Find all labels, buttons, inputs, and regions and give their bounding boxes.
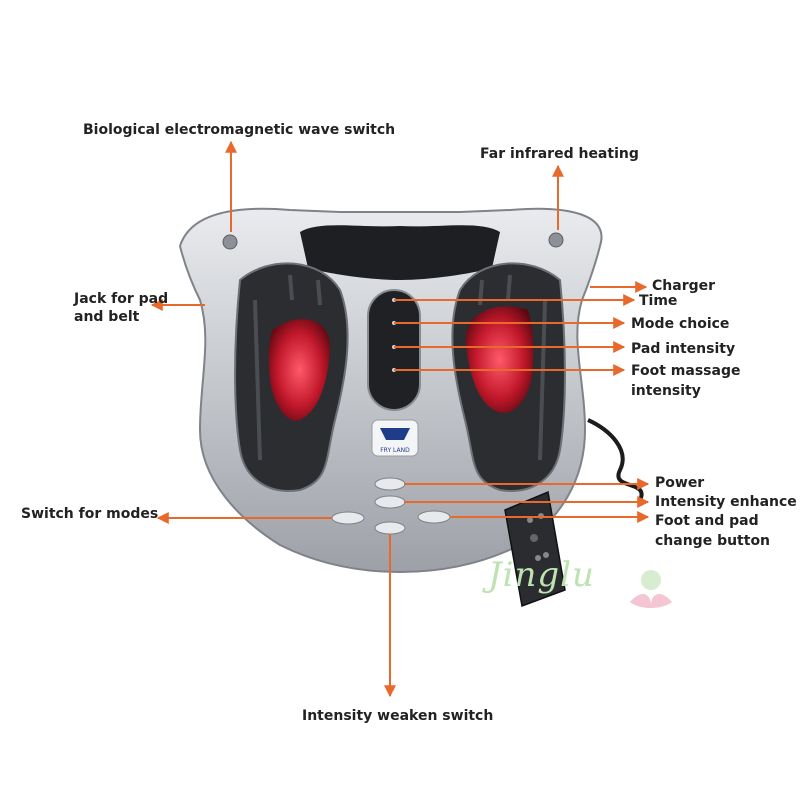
label-intensity-weaken: Intensity weaken switch (302, 708, 494, 724)
intensity-weaken-button[interactable] (374, 521, 406, 535)
label-foot-pad-line2: change button (655, 533, 771, 549)
label-intensity-enhance: Intensity enhance (655, 494, 797, 510)
bio-wave-switch-icon[interactable] (222, 234, 238, 250)
infrared-switch-icon[interactable] (548, 232, 564, 248)
label-foot-massage-line2: intensity (631, 383, 701, 399)
power-button-icon[interactable] (374, 477, 406, 491)
label-foot-pad-line1: Foot and pad (655, 513, 759, 529)
power-cable (587, 418, 644, 501)
switch-modes-button[interactable] (331, 511, 365, 525)
callout-arrows (150, 140, 650, 698)
brand-text: FRY LAND (380, 447, 410, 454)
label-bio-wave-switch: Biological electromagnetic wave switch (83, 122, 396, 138)
label-jack-line1: Jack for pad (74, 291, 169, 307)
center-control-panel: FRY LAND (367, 289, 421, 457)
label-jack-line2: and belt (74, 309, 140, 325)
label-switch-modes: Switch for modes (21, 506, 159, 522)
right-foot-tray (451, 262, 566, 492)
left-foot-red-light (268, 319, 331, 421)
label-pad-intensity: Pad intensity (631, 341, 736, 357)
label-far-infrared: Far infrared heating (480, 146, 639, 162)
label-foot-massage-line1: Foot massage (631, 363, 741, 379)
label-mode-choice: Mode choice (631, 316, 730, 332)
watermark-text: Jinglu (488, 555, 595, 595)
label-charger: Charger (652, 278, 716, 294)
label-power: Power (655, 475, 705, 491)
brand-logo-icon (380, 428, 410, 440)
lotus-icon (630, 570, 672, 608)
intensity-enhance-button[interactable] (374, 495, 406, 509)
foot-pad-change-button[interactable] (417, 510, 451, 524)
left-foot-tray (234, 262, 349, 492)
display-window (300, 225, 500, 280)
right-foot-red-light (465, 306, 534, 413)
label-time: Time (639, 293, 678, 309)
